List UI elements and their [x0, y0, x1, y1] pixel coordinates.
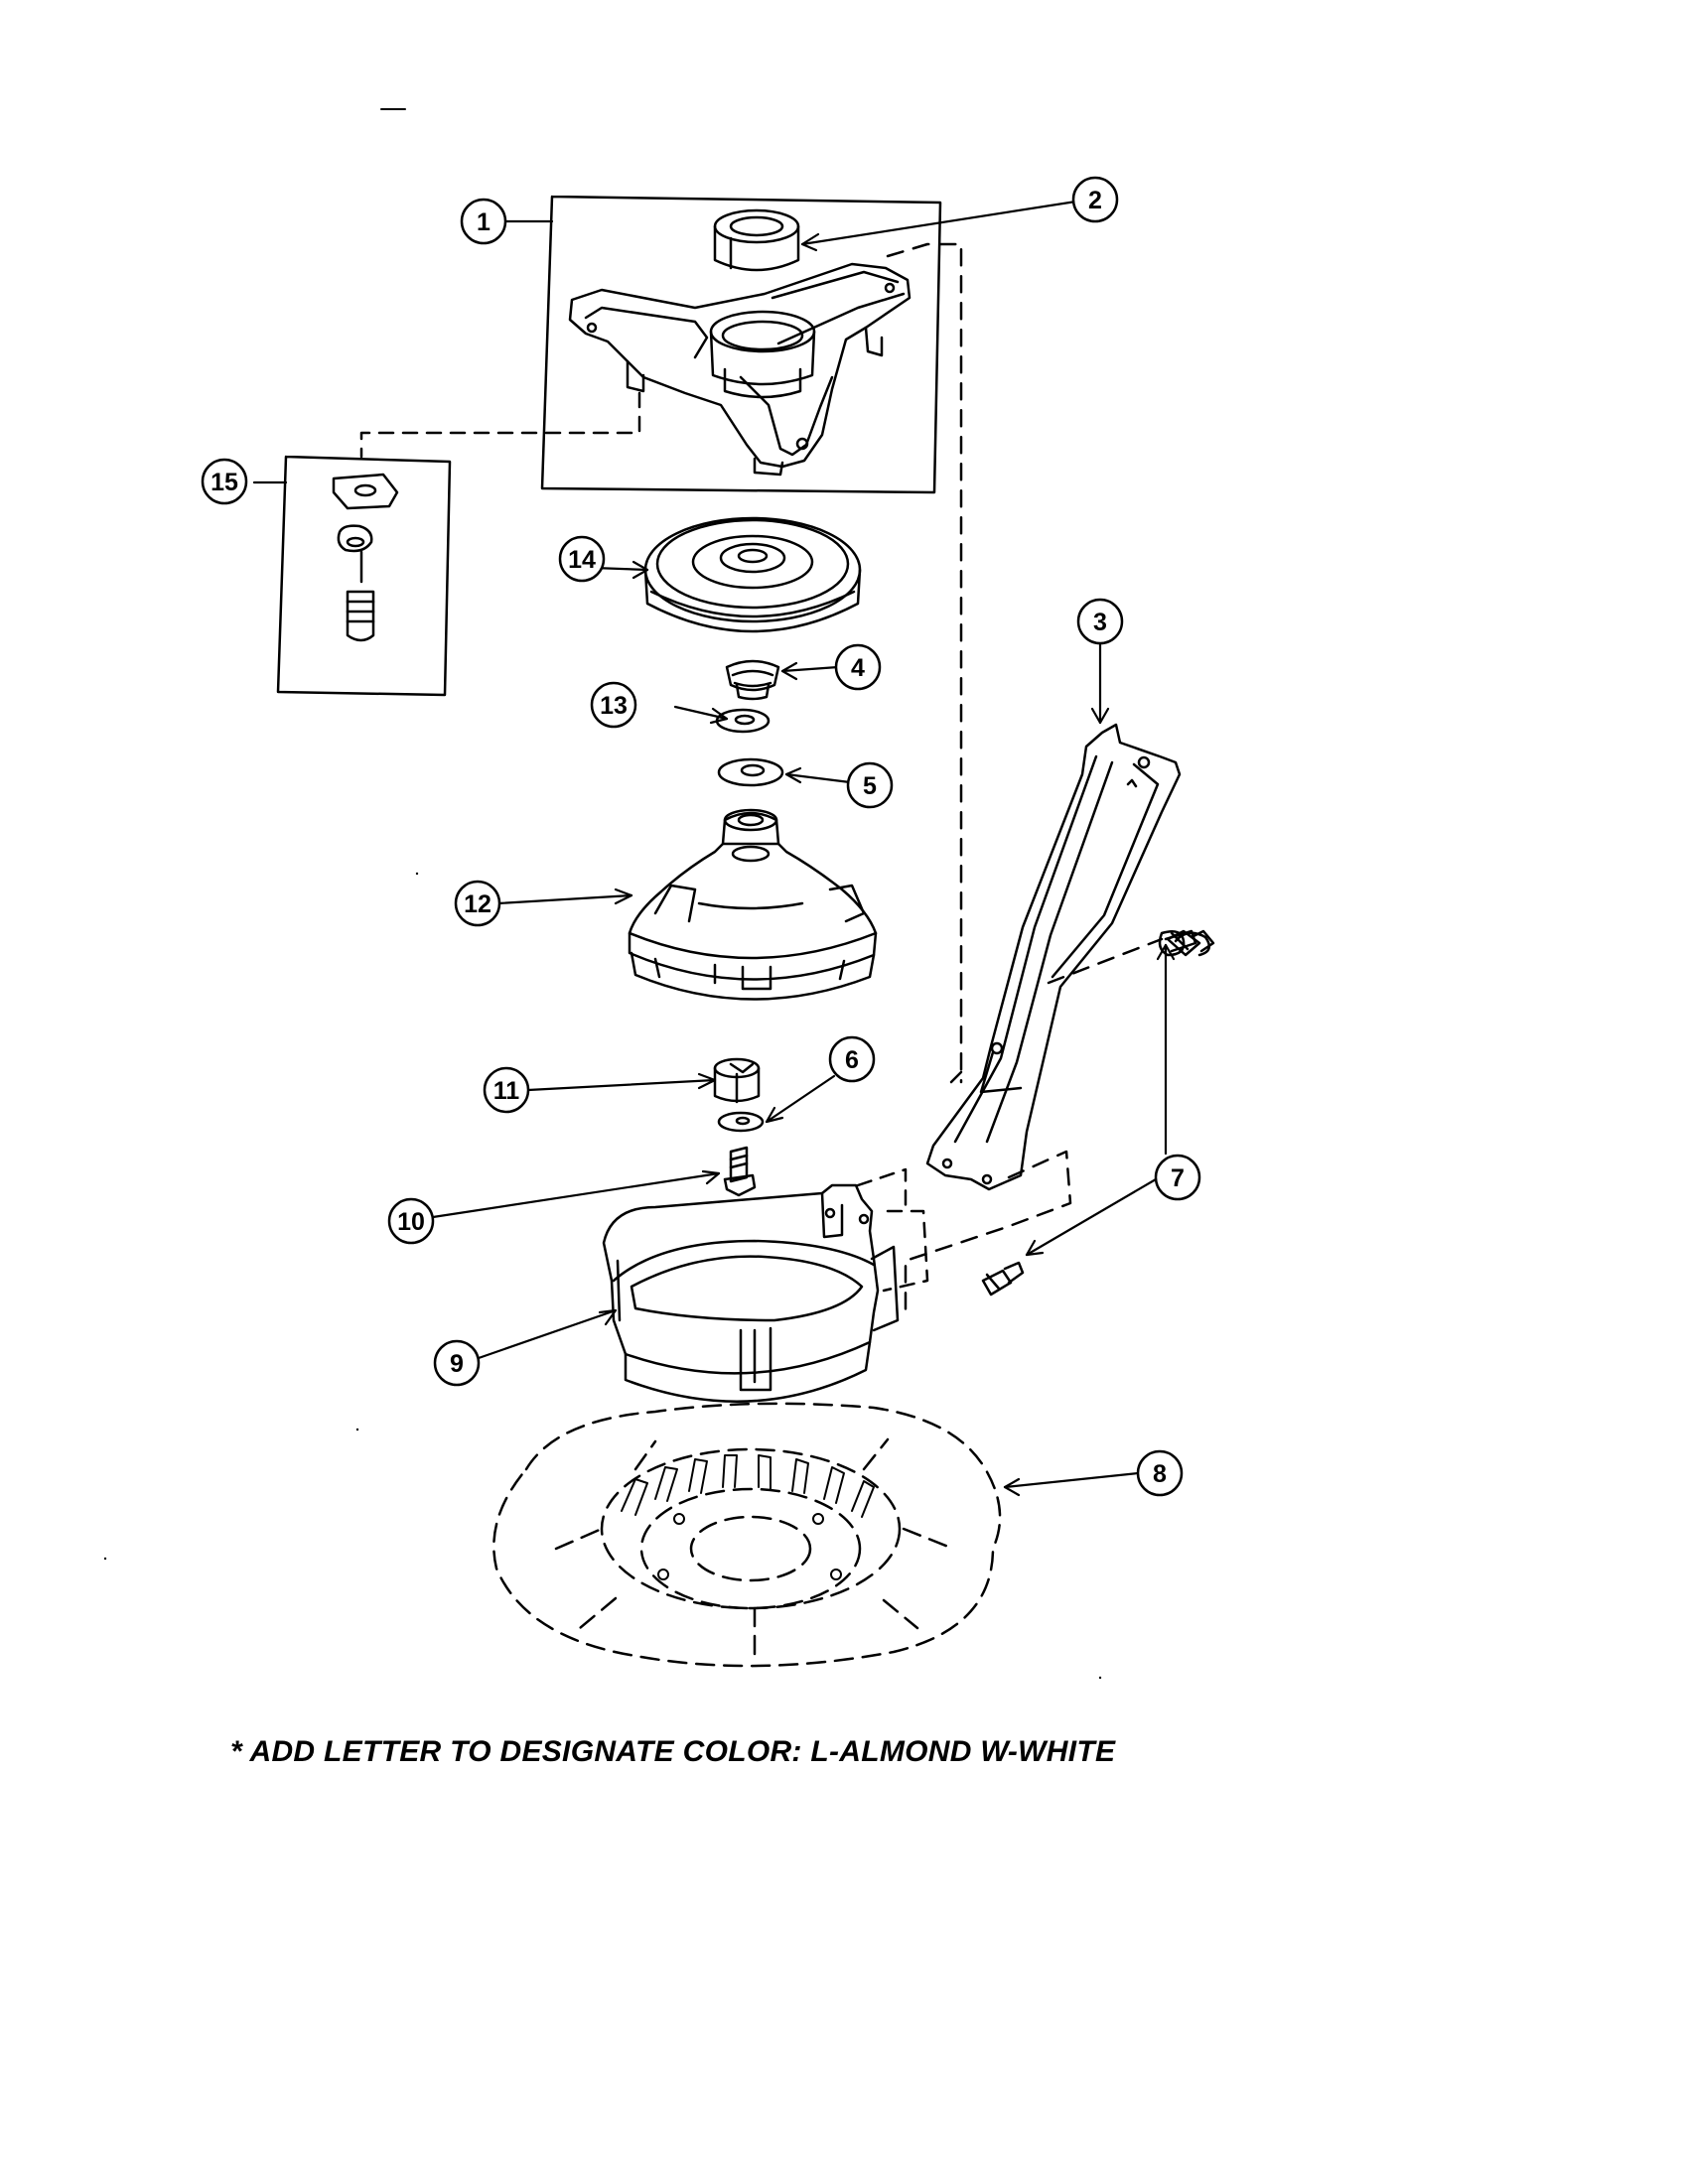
- callout-13: 13: [590, 681, 637, 729]
- callout-5-label: 5: [863, 772, 877, 800]
- callout-7: 7: [1154, 1154, 1201, 1201]
- callout-12: 12: [454, 880, 501, 927]
- part-10-screw: [723, 1146, 757, 1197]
- stray-dot: [1098, 1676, 1102, 1680]
- callout-3: 3: [1076, 598, 1124, 645]
- part-13-washer: [715, 708, 771, 734]
- callout-11: 11: [483, 1066, 530, 1114]
- callout-13-label: 13: [600, 692, 628, 720]
- callout-9: 9: [433, 1339, 481, 1387]
- callout-6-label: 6: [845, 1046, 859, 1074]
- part-5-washer: [717, 757, 784, 787]
- part-3-bracket: [904, 723, 1182, 1312]
- part-11-bushing: [713, 1057, 761, 1104]
- color-footnote: * ADD LETTER TO DESIGNATE COLOR: L-ALMON…: [230, 1735, 1116, 1768]
- callout-14: 14: [558, 535, 606, 583]
- callout-4: 4: [834, 643, 882, 691]
- part-7-screws: [981, 929, 1215, 1297]
- callout-9-label: 9: [450, 1350, 464, 1378]
- stray-dot: [355, 1428, 359, 1432]
- part-15-hardware-kit: [276, 455, 452, 697]
- part-8-tub-base-fins: [621, 1454, 875, 1580]
- callout-11-label: 11: [493, 1077, 520, 1105]
- callout-8-label: 8: [1153, 1460, 1167, 1488]
- part-8-tub-base: [492, 1402, 1002, 1668]
- callout-12-label: 12: [464, 890, 491, 918]
- callout-14-label: 14: [568, 546, 596, 574]
- callout-8: 8: [1136, 1449, 1184, 1497]
- part-6-washer: [717, 1111, 765, 1133]
- part-14-pulley: [643, 516, 862, 633]
- callout-15: 15: [201, 458, 248, 505]
- part-9-shield: [602, 1167, 929, 1403]
- callout-7-label: 7: [1171, 1164, 1185, 1192]
- stray-dot: [103, 1557, 107, 1561]
- part-1-bearing-support: [359, 195, 942, 494]
- dashed-guide-tick: [949, 1070, 963, 1084]
- callout-3-label: 3: [1093, 609, 1107, 636]
- callout-5: 5: [846, 761, 894, 809]
- callout-1-label: 1: [477, 208, 491, 236]
- callout-2-label: 2: [1088, 187, 1102, 214]
- callout-10: 10: [387, 1197, 435, 1245]
- callout-1: 1: [460, 198, 507, 245]
- part-12-clutch-cover: [628, 808, 878, 1001]
- stray-dot: [415, 872, 419, 876]
- callout-2: 2: [1071, 176, 1119, 223]
- callout-4-label: 4: [851, 654, 865, 682]
- callout-10-label: 10: [397, 1208, 425, 1236]
- callout-6: 6: [828, 1035, 876, 1083]
- dashed-guide-housing: [886, 242, 963, 1084]
- part-4-spring: [725, 659, 780, 701]
- part-2-bearing: [713, 208, 800, 272]
- leader-lines: [252, 199, 1176, 1497]
- callout-15-label: 15: [210, 469, 238, 496]
